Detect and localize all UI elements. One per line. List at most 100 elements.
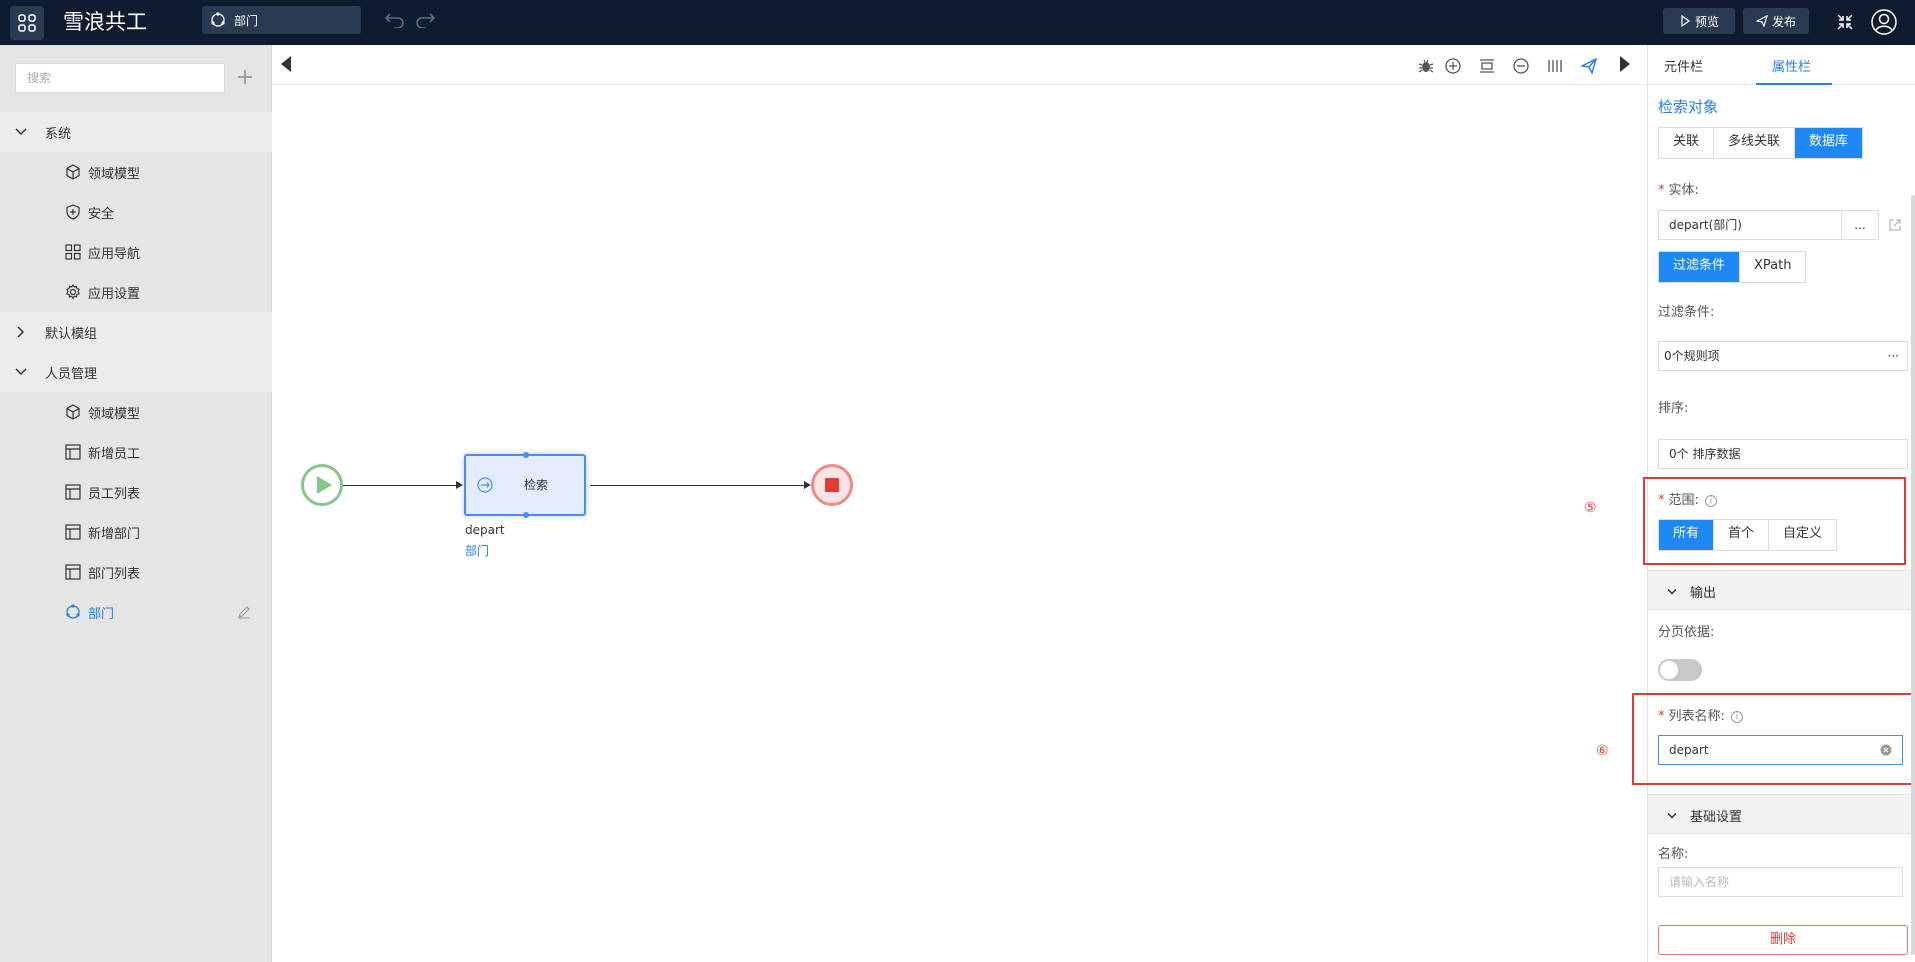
fullscreen-icon[interactable] <box>1836 13 1854 31</box>
range-option-all[interactable]: 所有 <box>1659 520 1715 550</box>
publish-label: 发布 <box>1771 14 1796 29</box>
filter-rules-value: 0个规则项 <box>1664 349 1720 363</box>
tree-item-label: 员工列表 <box>88 486 141 502</box>
list-name-value: depart <box>1669 743 1709 757</box>
undo-icon[interactable] <box>384 10 406 28</box>
add-icon[interactable] <box>235 67 255 87</box>
section-title: 检索对象 <box>1658 98 1719 116</box>
tree-item-security[interactable]: 安全 <box>0 192 272 232</box>
entity-picker-button[interactable]: ... <box>1841 210 1879 240</box>
preview-button[interactable]: 预览 <box>1663 8 1735 34</box>
tree-item-new-department[interactable]: 新增部门 <box>0 512 272 552</box>
node-handle-bottom[interactable] <box>523 512 529 518</box>
collapse-left-icon[interactable] <box>279 54 293 74</box>
retrieve-activity[interactable]: 检索 <box>464 452 586 518</box>
gear-icon <box>65 284 81 300</box>
activity-entity-caption: 部门 <box>465 544 490 558</box>
fit-icon[interactable] <box>1477 56 1497 76</box>
current-tab[interactable]: 部门 <box>202 6 361 34</box>
shield-icon <box>66 204 80 220</box>
tree-item-department-list[interactable]: 部门列表 <box>0 552 272 592</box>
cube-icon <box>66 404 80 420</box>
open-external-icon[interactable] <box>1888 218 1902 232</box>
tree-group-default-module[interactable]: 默认模组 <box>0 312 272 352</box>
filter-mode-segmented: 过滤条件 XPath <box>1658 251 1807 283</box>
active-tab-indicator <box>1756 83 1832 85</box>
collapse-right-icon[interactable] <box>1618 54 1632 74</box>
chevron-down-icon <box>15 368 27 376</box>
range-option-first[interactable]: 首个 <box>1714 520 1770 550</box>
tab-properties[interactable]: 属性栏 <box>1772 60 1812 75</box>
sort-input[interactable]: 0个 排序数据 <box>1658 439 1908 469</box>
chevron-down-icon <box>1667 589 1677 595</box>
output-section-title: 输出 <box>1690 586 1717 601</box>
align-icon[interactable] <box>1545 56 1565 76</box>
redo-icon[interactable] <box>414 10 436 28</box>
retrieve-icon <box>477 477 493 493</box>
list-name-input[interactable]: depart <box>1658 735 1903 765</box>
flow-connector <box>343 485 456 486</box>
edit-icon[interactable] <box>237 605 251 619</box>
properties-panel: 元件栏 属性栏 检索对象 关联 多线关联 数据库 *实体: depart(部门)… <box>1632 45 1915 962</box>
tree-group-hr[interactable]: 人员管理 <box>0 352 272 392</box>
filter-rules-input[interactable]: 0个规则项 ··· <box>1658 341 1908 371</box>
tree-item-label: 新增员工 <box>88 446 141 462</box>
flow-icon <box>66 604 80 619</box>
current-tab-label: 部门 <box>234 13 259 28</box>
panel-scrollbar[interactable] <box>1911 195 1915 955</box>
tree-item-domain-model-hr[interactable]: 领域模型 <box>0 392 272 432</box>
activity-label: 检索 <box>524 478 549 492</box>
output-section-header[interactable]: 输出 <box>1648 570 1915 610</box>
page-icon <box>65 524 81 540</box>
filter-mode-conditions[interactable]: 过滤条件 <box>1659 252 1741 282</box>
range-option-custom[interactable]: 自定义 <box>1769 520 1837 550</box>
cube-icon <box>66 164 80 180</box>
publish-button[interactable]: 发布 <box>1743 8 1809 34</box>
name-input[interactable]: 请输入名称 <box>1658 867 1903 897</box>
apps-grid-icon[interactable] <box>10 6 44 40</box>
chevron-right-icon <box>17 326 25 338</box>
end-event[interactable] <box>811 464 853 506</box>
panel-tabs: 元件栏 属性栏 <box>1648 45 1915 85</box>
node-handle-top[interactable] <box>523 452 529 458</box>
canvas-toolbar <box>273 45 1647 85</box>
tree-item-label: 部门 <box>88 606 115 622</box>
tree-item-department-flow[interactable]: 部门 <box>0 592 272 632</box>
activity-entity: depart <box>465 523 505 537</box>
tree-item-new-employee[interactable]: 新增员工 <box>0 432 272 472</box>
filter-mode-xpath[interactable]: XPath <box>1740 252 1806 282</box>
tab-components[interactable]: 元件栏 <box>1664 60 1704 75</box>
source-option-association[interactable]: 关联 <box>1659 128 1715 158</box>
user-avatar-icon[interactable] <box>1870 8 1898 36</box>
clear-icon[interactable] <box>1880 744 1892 756</box>
tree-item-app-nav[interactable]: 应用导航 <box>0 232 272 272</box>
delete-button[interactable]: 删除 <box>1658 925 1908 955</box>
filter-label: 过滤条件: <box>1658 305 1715 320</box>
source-option-database[interactable]: 数据库 <box>1795 128 1863 158</box>
list-name-label: *列表名称:i <box>1658 705 1743 724</box>
tree-item-label: 领域模型 <box>88 406 141 422</box>
start-event[interactable] <box>301 464 343 506</box>
tree-group-label: 系统 <box>45 126 72 142</box>
flow-canvas[interactable]: 检索 depart 部门 ⑤ ⑥ <box>273 45 1647 962</box>
grid-icon <box>65 244 81 260</box>
send-icon <box>1755 15 1768 27</box>
debug-icon[interactable] <box>1416 56 1436 76</box>
tree-group-system[interactable]: 系统 <box>0 112 272 152</box>
tree-item-domain-model[interactable]: 领域模型 <box>0 152 272 192</box>
zoom-out-icon[interactable] <box>1511 56 1531 76</box>
send-icon[interactable] <box>1579 56 1599 76</box>
search-input[interactable]: 搜索 <box>15 63 225 93</box>
basic-section-header[interactable]: 基础设置 <box>1648 794 1915 834</box>
paging-toggle[interactable] <box>1658 659 1702 681</box>
source-option-multi-association[interactable]: 多线关联 <box>1714 128 1796 158</box>
flow-icon <box>211 12 225 27</box>
paging-label: 分页依据: <box>1658 625 1715 640</box>
connector-arrowhead <box>456 481 463 489</box>
entity-input[interactable]: depart(部门) <box>1658 210 1842 240</box>
zoom-in-icon[interactable] <box>1443 56 1463 76</box>
tree-item-employee-list[interactable]: 员工列表 <box>0 472 272 512</box>
tree-item-app-settings[interactable]: 应用设置 <box>0 272 272 312</box>
filter-more-button[interactable]: ··· <box>1887 349 1899 363</box>
tree-item-label: 应用设置 <box>88 286 141 302</box>
